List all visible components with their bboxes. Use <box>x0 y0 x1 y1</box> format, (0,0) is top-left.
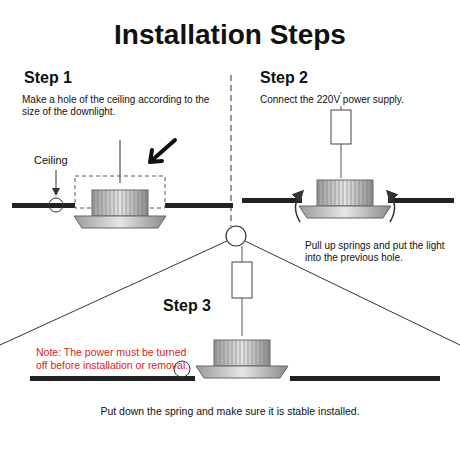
step-label: Step 2 <box>260 68 308 87</box>
step3-figure <box>30 246 440 381</box>
step-text: Make a hole of the ceiling according to … <box>22 94 227 118</box>
part-label: Ceiling <box>34 154 68 167</box>
step2-figure <box>242 92 454 222</box>
divider-circle <box>226 226 246 246</box>
step-text: Put down the spring and make sure it is … <box>0 405 460 418</box>
step1-figure <box>12 140 233 228</box>
divider <box>0 241 227 345</box>
step-text: Connect the 220V power supply. <box>260 94 455 106</box>
step-label: Step 1 <box>24 68 72 87</box>
warning-note: Note: The power must be turned off befor… <box>36 346 196 371</box>
divider <box>245 241 460 345</box>
step-text: Pull up springs and put the light into t… <box>305 240 455 264</box>
page-title: Installation Steps <box>0 18 460 52</box>
step-label: Step 3 <box>163 296 211 315</box>
